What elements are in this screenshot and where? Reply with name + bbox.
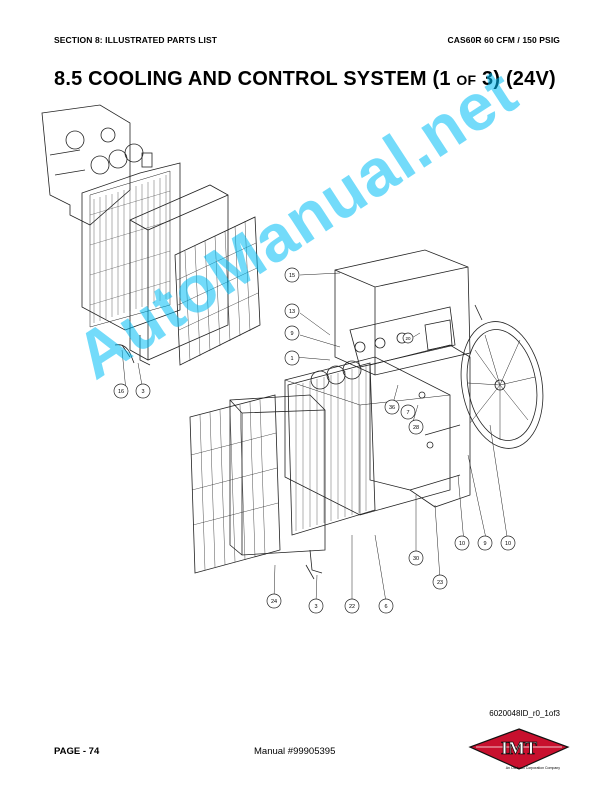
callout-bubble: 28 [408, 419, 424, 435]
svg-text:9: 9 [290, 331, 293, 337]
svg-text:13: 13 [289, 309, 295, 315]
svg-text:3: 3 [141, 389, 144, 395]
callout-bubble: 30 [408, 550, 424, 566]
callout-bubble: 3 [135, 383, 151, 399]
lower-radiator-frame [284, 356, 451, 516]
callout-bubble: 20 [402, 332, 414, 344]
callout-bubble: 3 [308, 598, 324, 614]
title-small-caps: OF [456, 72, 477, 88]
page-number: PAGE - 74 [54, 746, 100, 757]
callout-bubble: 9 [477, 535, 493, 551]
svg-text:22: 22 [349, 604, 355, 610]
title-rest: 3) (24V) [476, 68, 556, 90]
upper-hose-elbow [114, 344, 135, 364]
callout-bubble: 9 [284, 325, 300, 341]
svg-text:10: 10 [459, 541, 465, 547]
callout-bubble: 13 [284, 303, 300, 319]
drawing-id: 6020048ID_r0_1of3 [489, 709, 560, 718]
callout-bubble: 7 [400, 404, 416, 420]
manual-number: Manual #99905395 [254, 746, 336, 757]
svg-text:20: 20 [405, 336, 411, 341]
upper-radiator-core [81, 143, 181, 331]
callout-bubble: 15 [284, 267, 300, 283]
callout-bubble: 24 [266, 593, 282, 609]
logo-tagline: An Oshkosh Corporation Company [505, 766, 560, 770]
callout-bubble: 10 [500, 535, 516, 551]
svg-text:9: 9 [483, 541, 486, 547]
lower-radiator-core [287, 360, 376, 536]
imt-logo: IMT [468, 728, 570, 770]
upper-fan-grille [174, 216, 261, 366]
svg-text:15: 15 [289, 273, 295, 279]
callout-bubble: 22 [344, 598, 360, 614]
callout-bubble: 10 [454, 535, 470, 551]
control-panel-housing [334, 249, 471, 376]
svg-text:3: 3 [314, 604, 317, 610]
cooling-fan [460, 304, 544, 449]
lower-oil-cooler [229, 394, 326, 574]
svg-text:7: 7 [406, 410, 409, 416]
svg-text:10: 10 [505, 541, 511, 547]
section-header: SECTION 8: ILLUSTRATED PARTS LIST [54, 35, 218, 45]
model-header: CAS60R 60 CFM / 150 PSIG [447, 35, 560, 45]
svg-text:23: 23 [437, 580, 443, 586]
callout-bubble: 36 [384, 399, 400, 415]
callout-bubbles: 15 13 9 1 16 3 20 7 36 28 10 9 10 30 23 … [113, 267, 516, 614]
lower-fan-grille [189, 394, 281, 574]
svg-text:30: 30 [413, 556, 419, 562]
svg-text:24: 24 [271, 599, 277, 605]
svg-text:IMT: IMT [501, 738, 537, 758]
callout-bubble: 1 [284, 350, 300, 366]
fan-shroud-bracket [369, 344, 471, 508]
callout-bubble: 16 [113, 383, 129, 399]
callout-bubble: 6 [378, 598, 394, 614]
svg-text:28: 28 [413, 425, 419, 431]
callout-bubble: 23 [432, 574, 448, 590]
upper-oil-cooler [129, 184, 229, 366]
title-main: 8.5 COOLING AND CONTROL SYSTEM (1 [54, 68, 457, 90]
svg-text:36: 36 [389, 405, 395, 411]
fittings [121, 344, 315, 580]
exploded-parts-diagram: 15 13 9 1 16 3 20 7 36 28 10 9 10 30 23 … [41, 104, 544, 614]
svg-text:16: 16 [118, 389, 124, 395]
page-title: 8.5 COOLING AND CONTROL SYSTEM (1 OF 3) … [54, 68, 556, 91]
svg-text:6: 6 [384, 604, 387, 610]
svg-text:1: 1 [290, 356, 293, 362]
